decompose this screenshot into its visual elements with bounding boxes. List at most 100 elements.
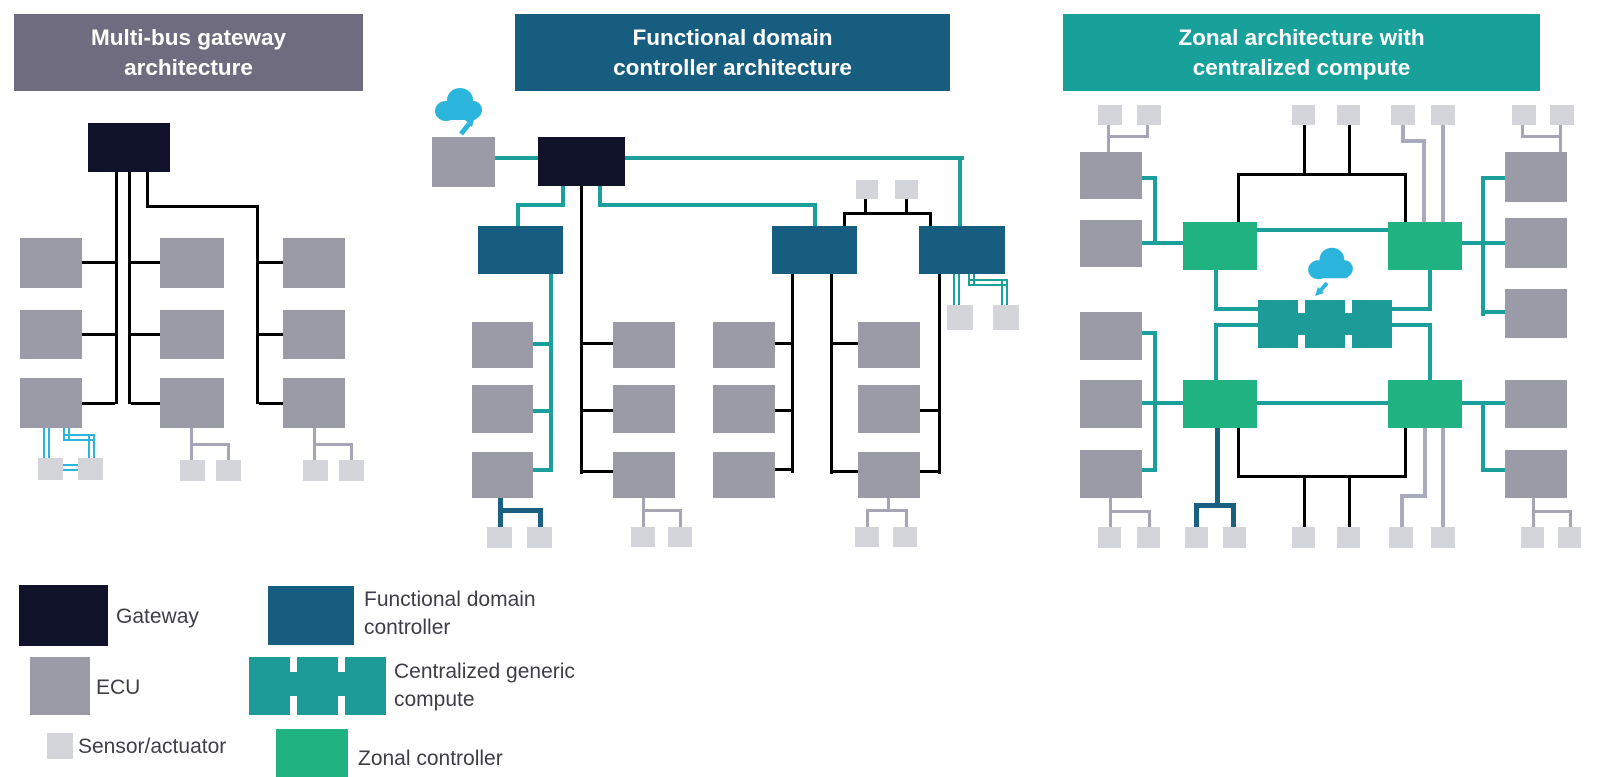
panel-title-line: Functional domain: [632, 24, 833, 50]
legend-compute-bridge: [288, 672, 299, 696]
sensor-link: [1521, 125, 1524, 138]
link-line: [82, 402, 115, 405]
ecu-box: [472, 322, 533, 368]
legend-swatch-compute: [249, 657, 290, 715]
sensor-link: [1422, 139, 1426, 222]
link-line: [82, 333, 115, 336]
legend-label-text: Gateway: [116, 605, 199, 628]
link-line: [775, 468, 794, 471]
ecu-box: [858, 385, 920, 433]
bus-line: [791, 274, 794, 473]
sensor-link: [1441, 428, 1445, 527]
link-line: [1257, 228, 1388, 232]
sensor-box: [1389, 527, 1413, 548]
bus-line: [1237, 475, 1407, 478]
panel-title-line: centralized compute: [1192, 54, 1411, 80]
sensor-link: [1303, 475, 1306, 527]
ecu-box: [1080, 152, 1142, 199]
link-line: [598, 186, 602, 207]
bus-line: [1237, 428, 1240, 478]
sensor-box: [487, 527, 512, 548]
sensor-link: [1521, 135, 1562, 138]
sensor-box: [1431, 105, 1455, 125]
legend-label-text: controller: [364, 616, 451, 639]
link-line: [561, 186, 565, 207]
link-line: [259, 333, 283, 336]
ecu-box: [613, 385, 675, 433]
link-line: [1153, 331, 1157, 472]
sensor-link: [1303, 125, 1306, 175]
zonal-controller-box: [1183, 222, 1257, 270]
link-line: [1481, 176, 1485, 316]
sensor-link: [1146, 125, 1149, 138]
ecu-box: [283, 310, 345, 359]
bus-line: [549, 274, 553, 472]
ecu-box: [713, 385, 775, 433]
sensor-link: [642, 498, 645, 527]
sensor-link: [887, 498, 890, 511]
legend-label-gateway: Gateway: [116, 603, 199, 631]
link-line: [1142, 401, 1183, 405]
sensor-link: [227, 443, 230, 460]
sensor-link: [1001, 279, 1008, 305]
compute-box: [1258, 300, 1298, 348]
sensor-link: [1194, 503, 1236, 508]
link-line: [1481, 176, 1505, 180]
sensor-box: [1431, 527, 1455, 548]
bus-line: [128, 172, 131, 404]
legend-label-text: compute: [394, 688, 475, 711]
sensor-link: [1231, 503, 1236, 527]
bus-line: [1237, 173, 1407, 176]
legend-swatch-compute: [297, 657, 338, 715]
link-line: [625, 156, 964, 160]
sensor-box: [1292, 105, 1315, 125]
panel-title-line: architecture: [124, 54, 253, 80]
sensor-box: [947, 305, 973, 330]
link-line: [1481, 401, 1485, 472]
link-line: [583, 409, 613, 412]
legend-label-text: Centralized generic: [394, 660, 575, 683]
sensor-link: [88, 434, 95, 458]
link-line: [830, 342, 858, 345]
sensor-link: [843, 212, 846, 226]
sensor-box: [339, 460, 364, 481]
compute-box: [1305, 300, 1345, 348]
zonal-controller-box: [1388, 380, 1462, 428]
sensor-box: [1292, 527, 1315, 548]
sensor-box: [856, 180, 878, 199]
sensor-link: [313, 443, 353, 446]
sensor-box: [895, 180, 918, 199]
sensor-link: [679, 509, 682, 527]
legend-swatch-sensor: [47, 733, 73, 759]
sensor-box: [1337, 527, 1360, 548]
bus-line: [256, 205, 259, 404]
sensor-link: [866, 509, 869, 527]
sensor-box: [78, 458, 103, 480]
sensor-link: [1401, 139, 1426, 143]
sensor-link: [1532, 510, 1572, 513]
sensor-box: [1512, 105, 1536, 125]
sensor-box: [1223, 527, 1246, 548]
domain-controller-box: [478, 226, 563, 274]
cloud-arrow-icon: [459, 116, 475, 136]
panel-title-multibus: Multi-bus gateway architecture: [14, 14, 363, 91]
ecu-box: [1505, 152, 1567, 202]
compute-bridge: [1343, 313, 1354, 335]
link-line: [580, 470, 613, 473]
link-line: [775, 342, 791, 345]
legend-label-text: Sensor/actuator: [78, 735, 227, 758]
link-line: [920, 409, 938, 412]
legend-label-ecu: ECU: [96, 674, 140, 702]
link-line: [830, 470, 858, 473]
panel-title-line: Multi-bus gateway: [90, 24, 287, 50]
sensor-box: [1337, 105, 1360, 125]
link-line: [1392, 323, 1432, 327]
ecu-box: [1505, 218, 1567, 268]
bus-line: [1237, 173, 1240, 222]
link-line: [82, 261, 115, 264]
compute-bridge: [1296, 313, 1307, 335]
ecu-box: [20, 378, 82, 428]
ecu-box: [1080, 312, 1142, 360]
ecu-box: [613, 322, 675, 368]
